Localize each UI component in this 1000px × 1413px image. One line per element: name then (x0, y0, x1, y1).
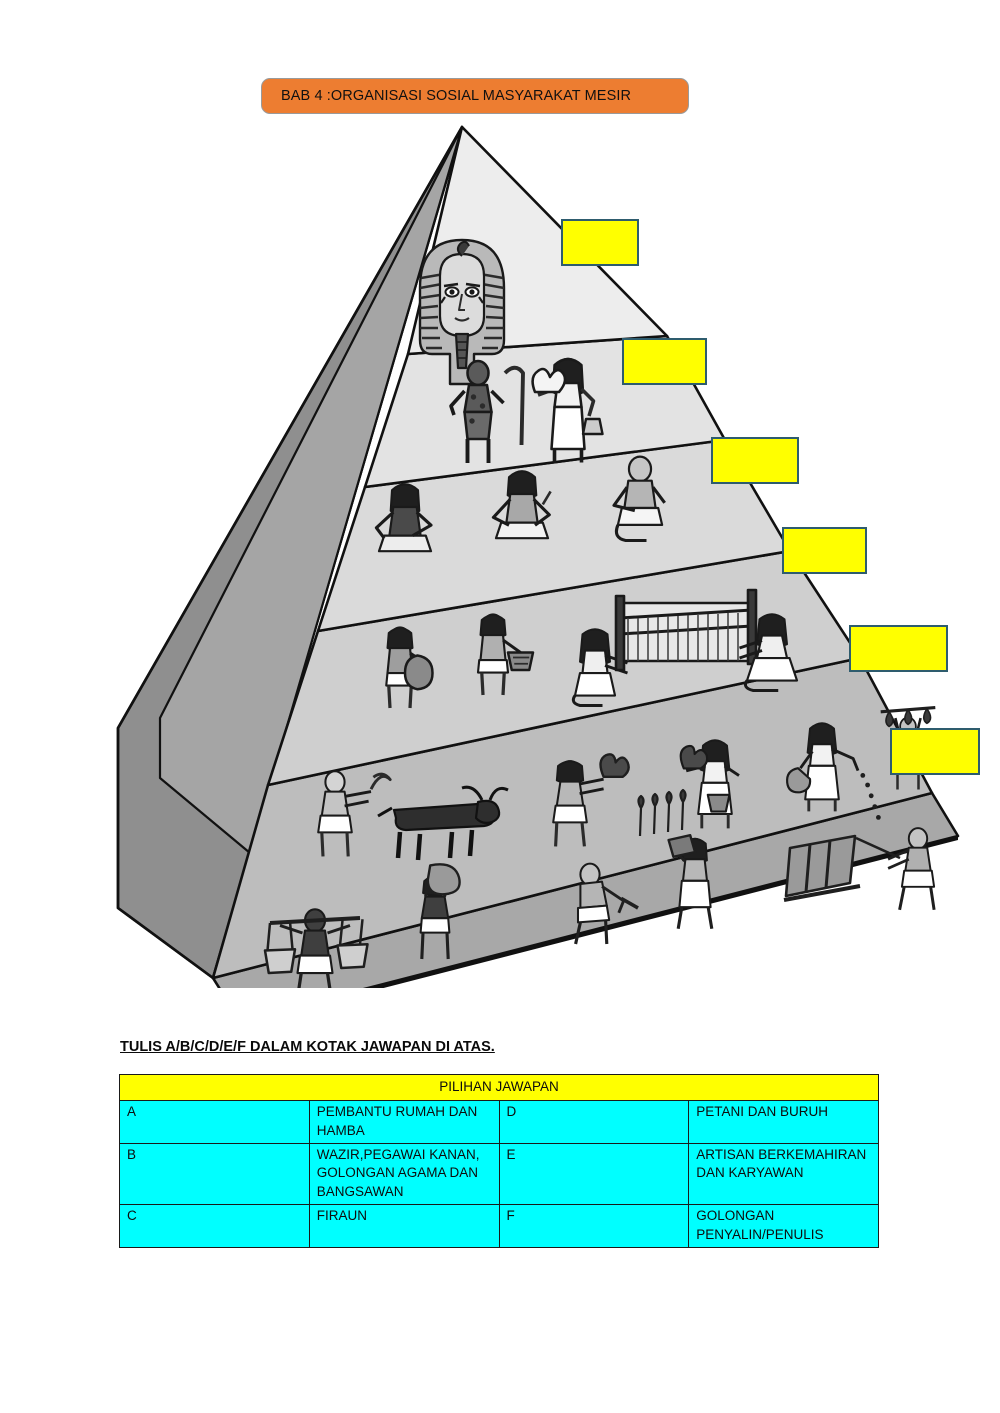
choice-letter-d: D (498, 1100, 690, 1145)
answer-choice-table: PILIHAN JAWAPAN A PEMBANTU RUMAH DAN HAM… (119, 1073, 879, 1248)
choice-text-b: WAZIR,PEGAWAI KANAN, GOLONGAN AGAMA DAN … (308, 1143, 500, 1206)
choice-letter-b: B (119, 1143, 310, 1206)
chapter-title-banner: BAB 4 :ORGANISASI SOSIAL MASYARAKAT MESI… (261, 78, 689, 114)
weaving-loom (614, 588, 758, 672)
choice-text-a: PEMBANTU RUMAH DAN HAMBA (308, 1100, 500, 1145)
choice-text-f: GOLONGAN PENYALIN/PENULIS (688, 1204, 879, 1248)
choice-letter-f: F (498, 1204, 690, 1248)
table-header-row: PILIHAN JAWAPAN (119, 1073, 879, 1102)
choice-letter-a: A (119, 1100, 310, 1145)
pharaoh-mask-icon (418, 238, 506, 386)
answer-box-2[interactable] (622, 338, 707, 385)
instruction-text: TULIS A/B/C/D/E/F DALAM KOTAK JAWAPAN DI… (120, 1039, 495, 1055)
choice-text-d: PETANI DAN BURUH (688, 1100, 879, 1145)
pyramid-side-face-inner (158, 125, 464, 855)
choice-text-c: FIRAUN (308, 1204, 500, 1248)
table-header-title: PILIHAN JAWAPAN (119, 1073, 879, 1102)
oxen (377, 785, 509, 861)
choice-text-e: ARTISAN BERKEMAHIRAN DAN KARYAWAN (688, 1143, 879, 1206)
table-row: A PEMBANTU RUMAH DAN HAMBA D PETANI DAN … (119, 1100, 879, 1145)
tier-5-figures (317, 706, 936, 861)
answer-box-4[interactable] (782, 527, 867, 574)
answer-box-5[interactable] (849, 625, 948, 672)
tier-6-figures (263, 827, 936, 988)
choice-letter-e: E (498, 1143, 690, 1206)
tier-2-figures (449, 357, 604, 463)
answer-box-6[interactable] (890, 728, 980, 775)
tier-4-figures (385, 588, 799, 709)
tier-3-figures (374, 455, 666, 553)
table-row: C FIRAUN F GOLONGAN PENYALIN/PENULIS (119, 1204, 879, 1248)
table-row: B WAZIR,PEGAWAI KANAN, GOLONGAN AGAMA DA… (119, 1143, 879, 1206)
stone-sledge (783, 834, 901, 902)
page-title: BAB 4 :ORGANISASI SOSIAL MASYARAKAT MESI… (281, 88, 632, 104)
choice-letter-c: C (119, 1204, 310, 1248)
answer-box-3[interactable] (711, 437, 799, 484)
answer-box-1[interactable] (561, 219, 639, 266)
